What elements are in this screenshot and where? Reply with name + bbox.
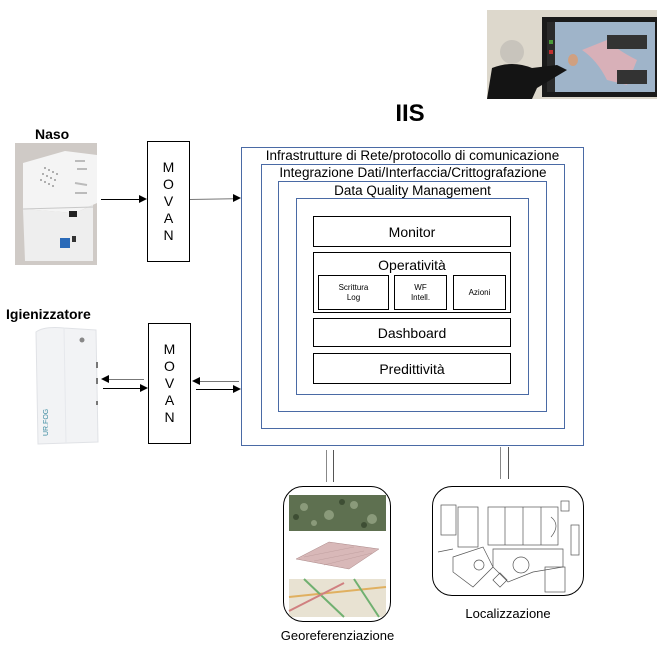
- brand-text: UR.FOG: [43, 409, 50, 436]
- diagram-title: IIS: [395, 100, 425, 127]
- movan-box-top: M O V A N: [147, 141, 190, 262]
- layer-title: Infrastrutture di Rete/protocollo di com…: [265, 148, 560, 163]
- movan-box-bottom: M O V A N: [148, 323, 191, 444]
- movan-letter: M: [163, 341, 176, 357]
- dashboard-module: Dashboard: [313, 318, 511, 347]
- sensor-device-icon: [15, 143, 97, 265]
- movan-letter: V: [164, 375, 175, 391]
- movan-to-iis-arrow: [189, 198, 234, 200]
- layer-core: [296, 198, 529, 395]
- movan-letter: N: [163, 227, 174, 243]
- igienizzatore-to-movan-arrow: [103, 388, 140, 389]
- arrowhead-right-icon: [233, 385, 241, 393]
- georeferenziazione-panel: [283, 486, 391, 622]
- touchscreen-photo: [487, 10, 657, 99]
- igienizzatore-device-photo: UR.FOG: [34, 326, 104, 446]
- floor-plan-icon: [437, 500, 580, 593]
- layer-data-integration: Integrazione Dati/Interfaccia/Crittograf…: [261, 164, 565, 429]
- layer-title: Integrazione Dati/Interfaccia/Crittograf…: [279, 165, 547, 180]
- connector-line: [333, 450, 334, 482]
- movan-letter: O: [163, 176, 174, 192]
- connector-line: [508, 447, 509, 479]
- georeferenziazione-label: Georeferenziazione: [280, 628, 395, 643]
- arrowhead-left-icon: [101, 375, 109, 383]
- movan-letter: A: [163, 210, 174, 226]
- sanitizer-cabinet-icon: UR.FOG: [35, 327, 99, 445]
- map-imagery-stack-icon: [288, 495, 387, 618]
- sub-module-wf-intell: WF Intell.: [394, 275, 447, 310]
- igienizzatore-label: Igienizzatore: [6, 306, 91, 322]
- predittivita-module: Predittività: [313, 353, 511, 384]
- sub-module-azioni: Azioni: [453, 275, 506, 310]
- layer-network-infrastructure: Infrastrutture di Rete/protocollo di com…: [241, 147, 584, 446]
- movan-letter: O: [164, 358, 175, 374]
- arrowhead-right-icon: [233, 194, 241, 202]
- movan-to-iis-arrow-bottom: [196, 389, 233, 390]
- movan-to-igienizzatore-arrow: [108, 379, 144, 380]
- localizzazione-panel: [432, 486, 584, 596]
- monitor-module: Monitor: [313, 216, 511, 247]
- connector-line: [500, 447, 501, 479]
- naso-label: Naso: [35, 126, 70, 142]
- naso-device-photo: [15, 143, 97, 265]
- movan-letter: N: [164, 409, 175, 425]
- iis-to-movan-arrow: [199, 381, 239, 382]
- arrowhead-right-icon: [140, 384, 148, 392]
- localizzazione-label: Localizzazione: [465, 606, 551, 621]
- naso-to-movan-arrow: [101, 199, 139, 200]
- layer-title: Data Quality Management: [334, 183, 491, 198]
- movan-letter: M: [162, 159, 175, 175]
- arrowhead-right-icon: [139, 195, 147, 203]
- arrowhead-left-icon: [192, 377, 200, 385]
- operativita-module: Operatività Scrittura Log WF Intell. Azi…: [313, 252, 511, 313]
- movan-letter: A: [164, 392, 175, 408]
- movan-letter: V: [163, 193, 174, 209]
- person-at-touchscreen-icon: [487, 10, 657, 99]
- layer-data-quality: Data Quality Management: [278, 181, 547, 412]
- connector-line: [326, 450, 327, 482]
- operativita-label: Operatività: [378, 257, 446, 273]
- sub-module-scrittura-log: Scrittura Log: [318, 275, 389, 310]
